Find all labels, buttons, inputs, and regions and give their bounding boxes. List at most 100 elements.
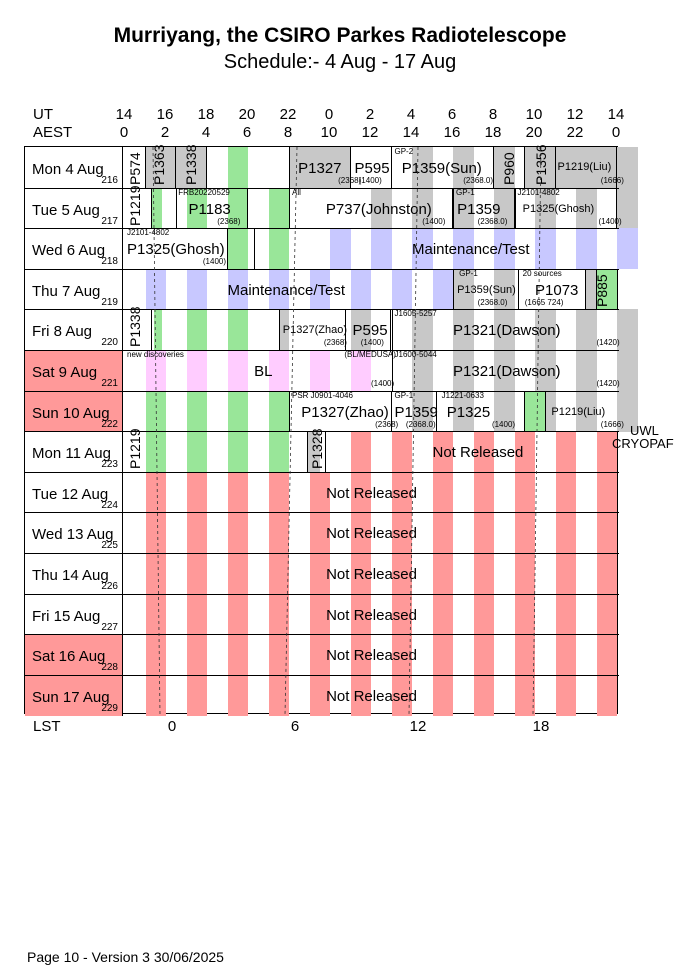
block-label: (1400)	[360, 338, 384, 348]
day-number: 217	[101, 215, 118, 227]
not-released-label: Not Released	[326, 525, 417, 543]
aest-label: AEST	[33, 124, 73, 141]
stripe	[268, 268, 289, 310]
schedule-block	[278, 309, 347, 351]
block-label: J1605-5257	[394, 309, 437, 319]
stripe	[227, 471, 248, 513]
block-label: P1219(Liu)	[557, 161, 612, 173]
not-released-label: Not Released	[326, 484, 417, 502]
stripe	[617, 390, 638, 432]
lst-tick: 0	[167, 718, 177, 735]
stripe	[268, 512, 289, 554]
ut-tick: 16	[156, 106, 174, 123]
stripe	[227, 593, 248, 635]
lst-guide-line	[152, 146, 161, 716]
stripe	[514, 593, 535, 635]
block-label: J2101-4802	[127, 228, 170, 238]
stripe	[268, 674, 289, 716]
stripe	[453, 309, 474, 351]
block-label: J1600-5044	[394, 350, 437, 359]
side-note-line: UWL	[630, 423, 659, 438]
schedule-block	[392, 147, 494, 188]
stripe	[268, 471, 289, 513]
schedule-block	[176, 147, 207, 188]
block-label: Maintenance/Test	[412, 241, 530, 259]
stripe	[227, 390, 248, 432]
stripe	[350, 553, 371, 594]
block-label: (1400)	[358, 176, 382, 185]
block-label: PSR J0901-4046	[292, 390, 353, 400]
stripe	[494, 309, 515, 351]
block-label: (1665 724)	[524, 297, 564, 307]
side-note-line: CRYOPAF	[612, 436, 674, 451]
day-number: 222	[101, 418, 118, 430]
stripe	[309, 593, 330, 635]
stripe	[576, 309, 597, 351]
stripe	[268, 187, 289, 229]
aest-tick: 6	[242, 124, 252, 141]
stripe	[153, 309, 162, 351]
day-label: Fri 8 Aug	[32, 323, 93, 341]
stripe	[412, 390, 433, 432]
stripe	[617, 187, 638, 229]
stripe	[227, 634, 248, 676]
day-label: Tue 12 Aug	[32, 485, 109, 503]
stripe	[186, 431, 207, 473]
stripe	[145, 431, 166, 473]
stripe	[555, 593, 576, 635]
schedule-block	[453, 268, 519, 310]
stripe	[473, 512, 494, 554]
aest-tick: 2	[160, 124, 170, 141]
stripe	[350, 512, 371, 554]
stripe	[432, 593, 453, 635]
stripe	[555, 553, 576, 594]
stripe	[453, 390, 474, 432]
side-note: UWL CRYOPAF	[612, 424, 680, 450]
page-subtitle: Schedule:- 4 Aug - 17 Aug	[223, 51, 457, 73]
stripe	[145, 593, 166, 635]
lst-tick: 12	[409, 718, 427, 735]
stripe	[473, 674, 494, 716]
row-divider	[25, 309, 619, 311]
block-label: (1666)	[600, 176, 624, 185]
block-label: P1327(Zhao)	[301, 403, 389, 421]
block-label: (1400)	[598, 216, 622, 226]
block-label: J2101-4802	[517, 187, 560, 197]
stripe	[596, 634, 617, 676]
lst-tick: 18	[532, 718, 550, 735]
stripe	[227, 309, 248, 351]
block-label: FRB20220529	[178, 187, 230, 197]
stripe	[268, 390, 289, 432]
stripe	[596, 431, 617, 473]
stripe	[227, 147, 248, 188]
stripe	[268, 228, 289, 270]
stripe	[453, 187, 474, 229]
stripe	[576, 187, 597, 229]
day-label: Wed 6 Aug	[32, 242, 106, 260]
lst-guide-lines	[152, 146, 542, 716]
stripe	[412, 309, 433, 351]
stripe	[576, 390, 597, 432]
stripe	[596, 471, 617, 513]
row-divider	[25, 187, 619, 189]
row-divider	[25, 512, 619, 514]
stripe	[535, 350, 556, 391]
stripe	[514, 674, 535, 716]
stripe	[596, 268, 617, 310]
stripe	[145, 471, 166, 513]
day-number: 228	[101, 662, 118, 674]
block-label: P1325(Ghosh)	[127, 241, 225, 259]
stripe	[350, 634, 371, 676]
block-label: (1400)	[202, 257, 227, 267]
stripe	[494, 268, 515, 310]
stripe	[494, 228, 515, 270]
stripe	[145, 553, 166, 594]
ut-tick: 18	[197, 106, 215, 123]
aest-tick: 14	[402, 124, 420, 141]
block-label: P1325(Ghosh)	[522, 202, 595, 215]
row-divider	[25, 593, 619, 595]
stripe	[617, 350, 638, 391]
